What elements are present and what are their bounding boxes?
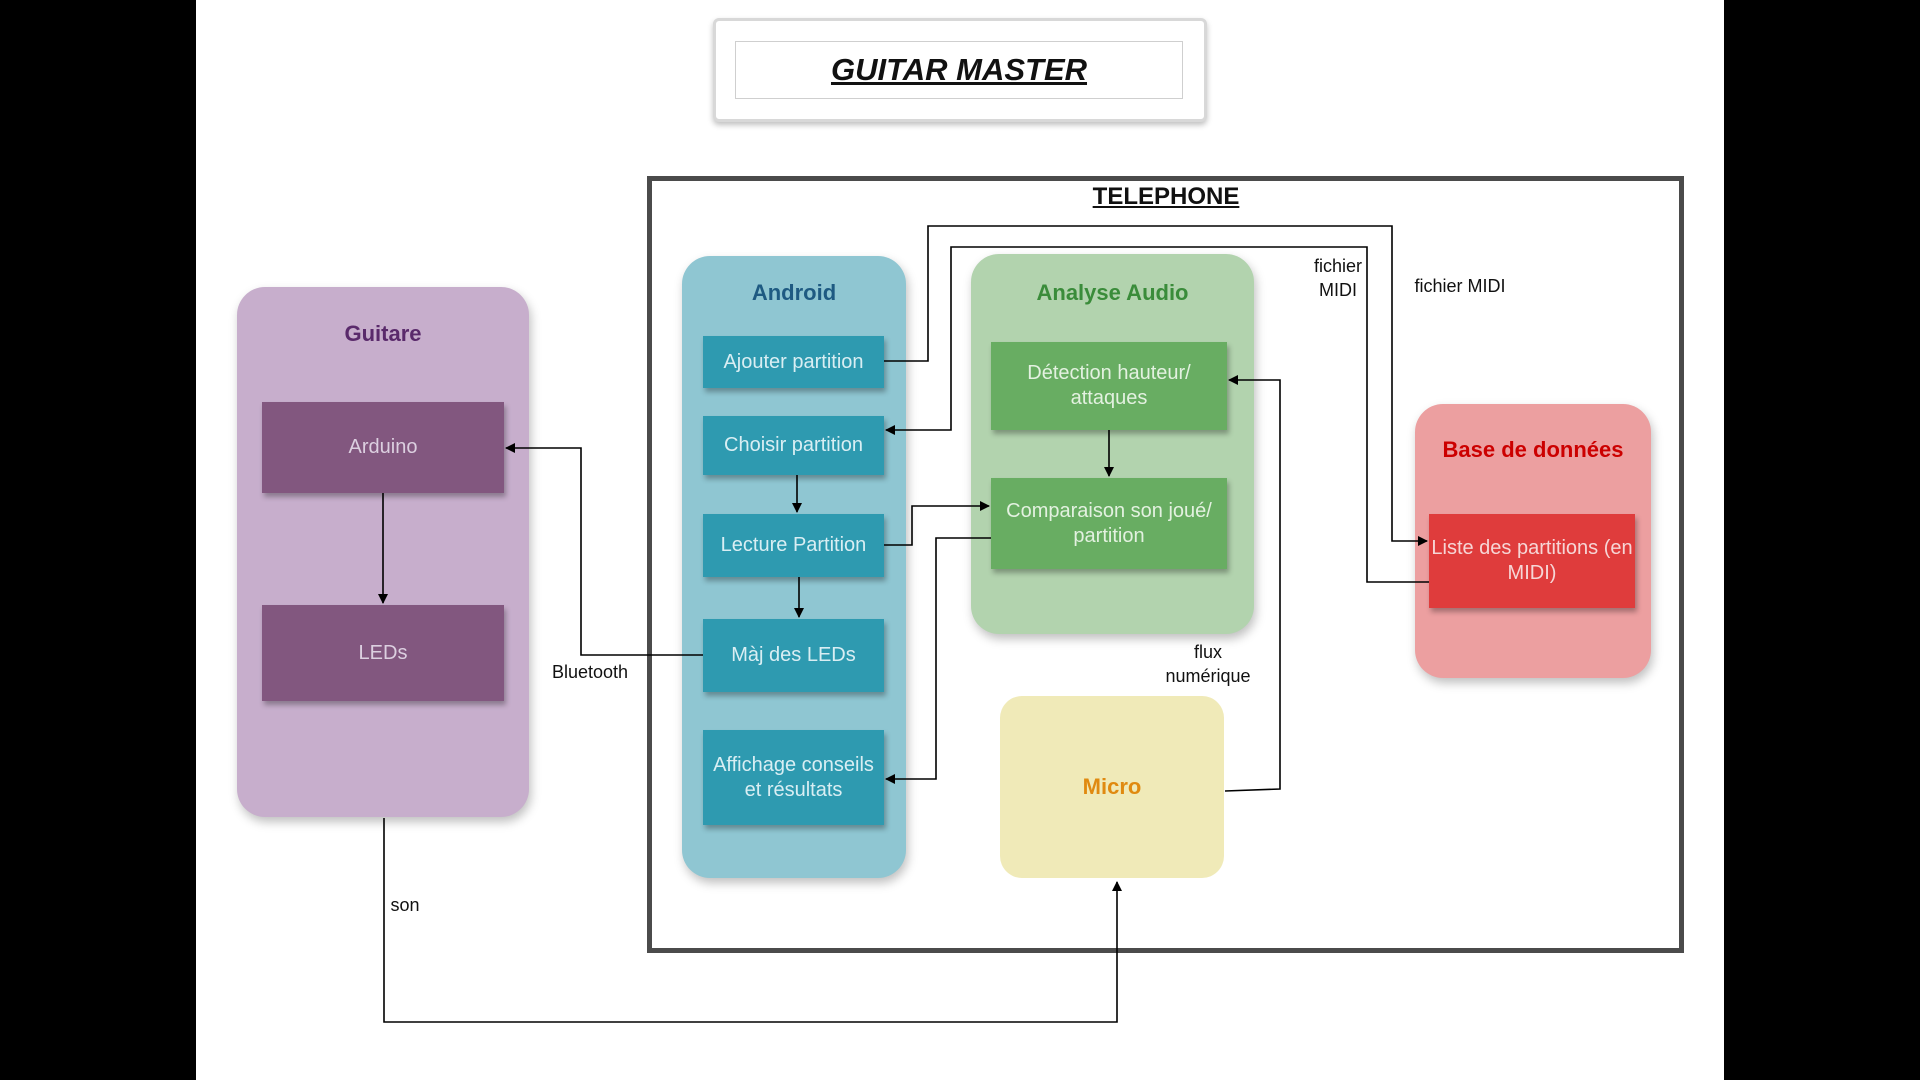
fichier-midi-label-2: fichier MIDI xyxy=(1414,276,1506,296)
lecture-partition-block: Lecture Partition xyxy=(703,514,884,577)
diagram-canvas: GUITAR MASTER TELEPHONE Guitare Arduino … xyxy=(196,0,1724,1080)
connector-layer xyxy=(378,225,1429,1023)
diagram-title: GUITAR MASTER xyxy=(830,52,1088,87)
son-label: son xyxy=(390,895,420,915)
fichier-midi-label-1: fichier MIDI xyxy=(1313,256,1362,300)
maj-leds-block: Màj des LEDs xyxy=(703,619,884,692)
arrow-ajouter-liste xyxy=(884,225,1428,546)
affichage-conseils-block: Affichage conseils et résultats xyxy=(703,730,884,825)
arrow-bluetooth xyxy=(505,443,703,656)
base-de-donnees-title: Base de données xyxy=(1442,437,1624,462)
arrow-comparaison-affichage xyxy=(885,537,991,784)
analyse-audio-group: Analyse Audio xyxy=(971,254,1254,634)
micro-group: Micro xyxy=(1000,696,1224,878)
arduino-block: Arduino xyxy=(262,402,504,493)
bluetooth-label: Bluetooth xyxy=(551,662,629,682)
telephone-label: TELEPHONE xyxy=(1092,183,1240,210)
ajouter-partition-block: Ajouter partition xyxy=(703,336,884,388)
arrow-lecture-comparaison xyxy=(884,501,990,546)
detection-block: Détection hauteur/ attaques xyxy=(991,342,1227,430)
comparaison-block: Comparaison son joué/ partition xyxy=(991,478,1227,569)
micro-title: Micro xyxy=(1082,774,1142,799)
android-title: Android xyxy=(751,280,837,305)
choisir-partition-block: Choisir partition xyxy=(703,416,884,475)
flux-numerique-label: flux numérique xyxy=(1165,642,1251,686)
arrow-guitare-micro xyxy=(383,818,1122,1023)
title-box: GUITAR MASTER xyxy=(735,41,1183,99)
arrow-liste-choisir xyxy=(885,246,1429,583)
guitare-title: Guitare xyxy=(344,321,422,346)
analyse-audio-title: Analyse Audio xyxy=(1036,280,1189,305)
leds-block: LEDs xyxy=(262,605,504,701)
arrow-micro-detection xyxy=(1224,375,1281,792)
liste-partitions-block: Liste des partitions (en MIDI) xyxy=(1429,514,1635,608)
